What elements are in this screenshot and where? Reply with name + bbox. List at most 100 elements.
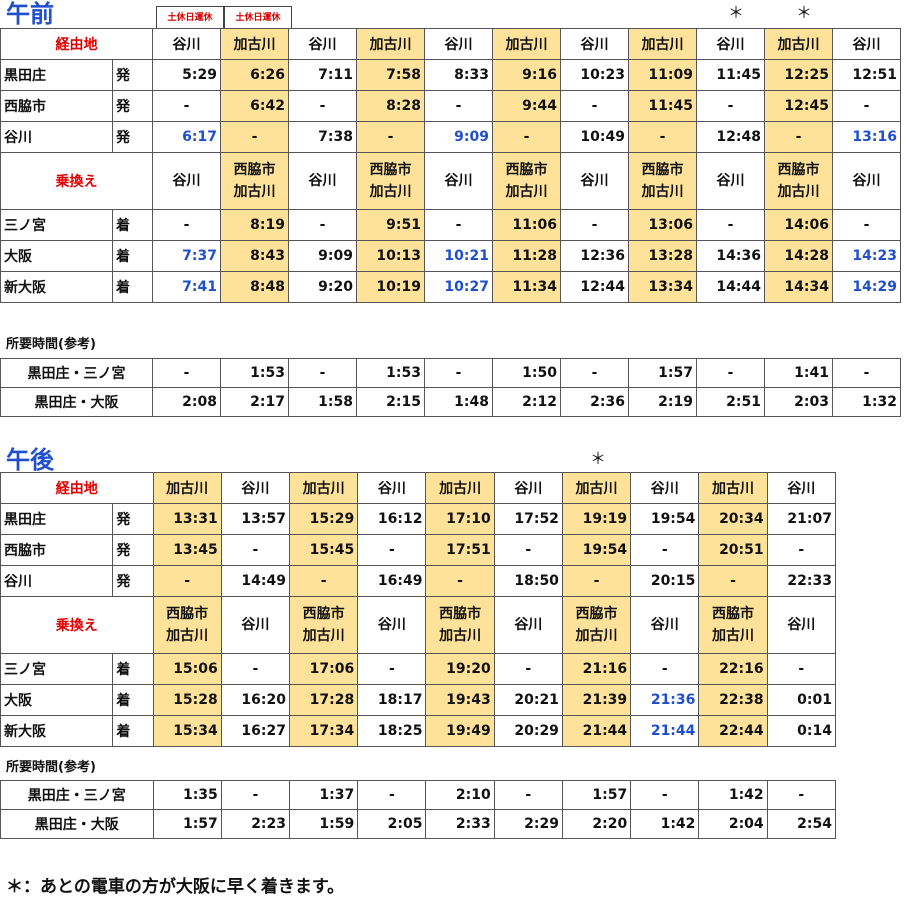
time-cell: 9:20 [288, 271, 357, 303]
station-name: 西脇市 [0, 534, 114, 566]
route-cell: 谷川 [696, 28, 765, 60]
station-name: 黒田庄 [0, 503, 114, 535]
duration-cell: 2:33 [425, 809, 495, 839]
time-cell: 13:45 [152, 534, 222, 566]
time-cell: 7:38 [288, 121, 357, 153]
duration-cell: 1:48 [424, 387, 493, 417]
transfer-cell: 西脇市加古川 [561, 596, 632, 654]
route-cell: 谷川 [832, 28, 901, 60]
time-cell: 5:29 [152, 59, 221, 91]
time-cell: 6:17 [152, 121, 221, 153]
station-name: 新大阪 [0, 715, 114, 747]
transfer-row: 乗換え谷川西脇市加古川谷川西脇市加古川谷川西脇市加古川谷川西脇市加古川谷川西脇市… [0, 152, 901, 210]
footnote: ＊：あとの電車の方が大阪に早く着きます。 [6, 877, 345, 897]
route-cell: 加古川 [356, 28, 425, 60]
duration-cell: - [288, 358, 357, 388]
time-cell: 14:34 [764, 271, 833, 303]
time-cell: 12:44 [560, 271, 629, 303]
time-cell: 10:13 [356, 240, 425, 272]
time-cell: 12:36 [560, 240, 629, 272]
time-cell: - [560, 209, 629, 241]
duration-cell: 1:57 [152, 809, 222, 839]
duration-cell: 2:04 [698, 809, 768, 839]
transfer-cell: 谷川 [766, 596, 837, 654]
time-cell: 16:49 [357, 565, 427, 597]
via-header: 経由地 [0, 472, 154, 504]
time-cell: 10:27 [424, 271, 493, 303]
duration-cell: 2:19 [628, 387, 697, 417]
transfer-cell: 西脇市加古川 [288, 596, 359, 654]
time-cell: 19:49 [425, 715, 495, 747]
time-cell: 11:09 [628, 59, 697, 91]
time-cell: 0:14 [766, 715, 837, 747]
time-cell: 9:51 [356, 209, 425, 241]
time-cell: 12:45 [764, 90, 833, 122]
time-cell: 13:34 [628, 271, 697, 303]
time-cell: 20:29 [493, 715, 563, 747]
duration-cell: - [560, 358, 629, 388]
time-cell: 21:44 [561, 715, 632, 747]
time-cell: - [425, 565, 495, 597]
time-cell: - [356, 121, 425, 153]
transfer-header: 乗換え [0, 596, 154, 654]
duration-cell: - [766, 780, 837, 810]
time-cell: 15:06 [152, 653, 222, 685]
time-cell: - [764, 121, 833, 153]
time-cell: 19:54 [561, 534, 632, 566]
station-name: 大阪 [0, 240, 113, 272]
time-cell: 10:49 [560, 121, 629, 153]
transfer-cell: 谷川 [152, 152, 221, 210]
time-cell: - [288, 90, 357, 122]
duration-cell: 2:29 [493, 809, 563, 839]
dep-arr-mark: 発 [112, 503, 154, 535]
time-cell: 13:31 [152, 503, 222, 535]
duration-cell: - [630, 780, 700, 810]
time-cell: - [560, 90, 629, 122]
time-cell: 20:15 [630, 565, 700, 597]
time-cell: 17:34 [288, 715, 359, 747]
time-cell: - [152, 565, 222, 597]
station-name: 三ノ宮 [0, 209, 113, 241]
time-cell: 14:44 [696, 271, 765, 303]
duration-cell: 1:59 [289, 809, 359, 839]
via-header: 経由地 [0, 28, 153, 60]
time-cell: 12:51 [832, 59, 901, 91]
time-cell: 10:21 [424, 240, 493, 272]
duration-cell: 2:36 [560, 387, 629, 417]
time-cell: 22:33 [766, 565, 837, 597]
time-cell: 9:09 [288, 240, 357, 272]
time-cell: 22:38 [698, 684, 768, 716]
time-cell: 11:45 [696, 59, 765, 91]
transfer-cell: 西脇市加古川 [152, 596, 222, 654]
dep-arr-mark: 着 [112, 240, 153, 272]
time-cell: 15:45 [288, 534, 359, 566]
time-cell: 15:34 [152, 715, 222, 747]
time-cell: 14:23 [832, 240, 901, 272]
duration-cell: - [493, 780, 563, 810]
time-cell: 22:16 [698, 653, 768, 685]
route-cell: 谷川 [424, 28, 493, 60]
time-cell: 14:49 [220, 565, 291, 597]
time-cell: - [220, 121, 289, 153]
route-cell: 谷川 [493, 472, 563, 504]
time-cell: 8:19 [220, 209, 289, 241]
time-cell: - [492, 121, 561, 153]
station-name: 黒田庄 [0, 59, 113, 91]
time-cell: - [424, 209, 493, 241]
time-cell: 8:48 [220, 271, 289, 303]
time-cell: 21:07 [766, 503, 837, 535]
time-cell: - [832, 209, 901, 241]
time-cell: 17:52 [493, 503, 563, 535]
time-cell: - [696, 90, 765, 122]
route-label: 黒田庄・大阪 [0, 809, 154, 839]
time-cell: - [696, 209, 765, 241]
time-cell: 19:43 [425, 684, 495, 716]
time-cell: 13:06 [628, 209, 697, 241]
time-cell: 19:54 [630, 503, 700, 535]
duration-cell: 2:08 [152, 387, 221, 417]
